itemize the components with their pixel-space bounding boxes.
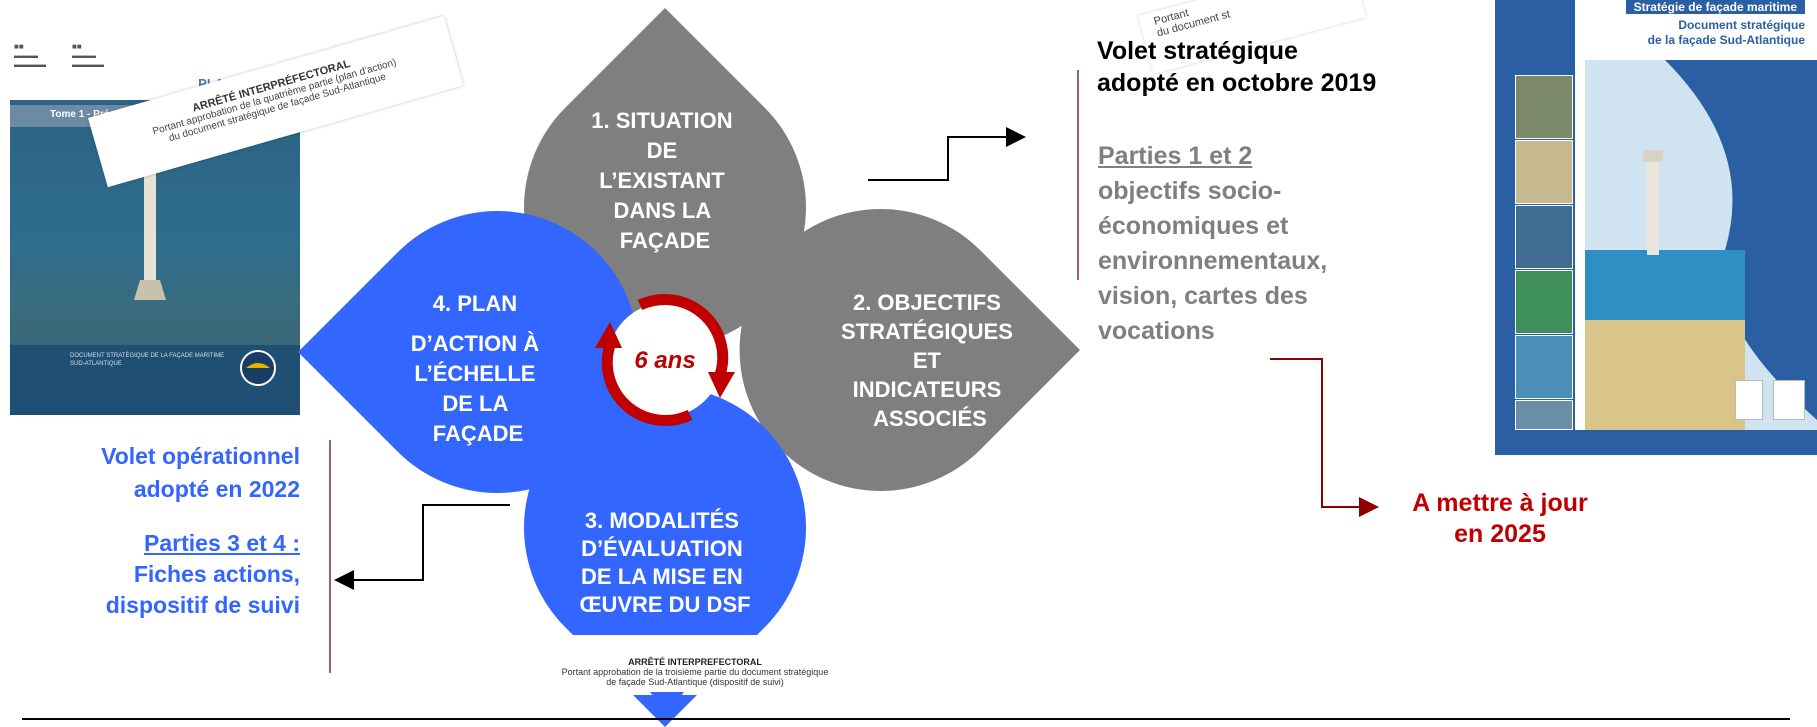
operational-desc-line: dispositif de suivi: [105, 592, 300, 618]
cover-bottom-text: DOCUMENT STRATÉGIQUE DE LA FAÇADE MARITI…: [70, 353, 225, 367]
marianne-logo: [1735, 380, 1763, 420]
update-line2: en 2025: [1454, 520, 1546, 548]
photo-thumb-seal: [1515, 400, 1573, 430]
petal-4-line: DE LA: [442, 391, 508, 416]
update-notice: A mettre à jour en 2025: [1380, 488, 1620, 550]
center-circle: [608, 303, 722, 417]
petal-2-text: 2. OBJECTIFS STRATÉGIQUES ET INDICATEURS…: [841, 290, 1019, 431]
operational-title: Volet opérationnel adopté en 2022: [30, 440, 300, 506]
prefet-logo: [1773, 380, 1805, 420]
republique-logo: ■■▬▬▬▬▬▬▬: [14, 42, 46, 69]
photo-thumb-fisherman: [1515, 75, 1573, 139]
cycle-arrow-lower: [601, 343, 693, 427]
right-cover-subtitle-1: Document stratégique: [1678, 18, 1805, 32]
bottom-strip-title: ARRÊTÉ INTERPREFECTORAL: [628, 657, 762, 667]
photo-thumb-surf: [1515, 335, 1573, 399]
operational-title-line1: Volet opérationnel: [101, 443, 300, 469]
strategic-desc-line: vision, cartes des: [1098, 282, 1308, 310]
petal-2-line: STRATÉGIQUES: [841, 319, 1013, 344]
right-cover-subtitle-2: de la façade Sud-Atlantique: [1647, 33, 1805, 47]
operational-desc-line: Fiches actions,: [133, 561, 300, 587]
petal-4-line: 4. PLAN: [433, 291, 517, 316]
petal-3-line: D’ÉVALUATION: [581, 536, 743, 561]
connector-operational-arrow: [334, 504, 510, 590]
photo-thumb-workers: [1515, 205, 1573, 269]
photo-thumb-bird: [1515, 140, 1573, 204]
strategic-desc-line: économiques et: [1098, 212, 1289, 240]
cycle-duration-label: 6 ans: [634, 347, 695, 374]
petal-4-text: 4. PLAN D’ACTION À L’ÉCHELLE DE LA FAÇAD…: [411, 291, 545, 446]
petal-4-line: FAÇADE: [433, 421, 523, 446]
strategic-title-line1: Volet stratégique: [1097, 37, 1298, 65]
cycle-arrowhead-upper-icon: [708, 372, 735, 398]
petal-2-line: ET: [913, 348, 942, 373]
petal-2-objectifs: [739, 208, 1080, 492]
cycle-arrowhead-lower-icon: [595, 322, 622, 348]
petal-3-tip: [650, 692, 684, 714]
petal-1-line: L’EXISTANT: [599, 168, 725, 193]
connector-update-arrow: [1270, 358, 1379, 517]
strategic-parts-link[interactable]: Parties 1 et 2: [1098, 142, 1253, 170]
petal-4-plan-action: [298, 210, 639, 493]
petal-4-line: L’ÉCHELLE: [414, 361, 535, 386]
ministry-logo: ■■▬▬▬▬▬▬▬: [72, 42, 104, 69]
petal-3-text: 3. MODALITÉS D’ÉVALUATION DE LA MISE EN …: [579, 508, 750, 617]
bottom-strip-line1: Portant approbation de la troisième part…: [561, 667, 829, 677]
connector-strategic-arrow: [868, 127, 1026, 181]
petal-3-line: 3. MODALITÉS: [585, 508, 739, 533]
right-document-cover: Stratégie de façade maritime Document st…: [1495, 0, 1817, 455]
petal-1-line: DANS LA: [613, 198, 711, 223]
petal-3-line: DE LA MISE EN: [581, 564, 743, 589]
right-cover-top-title: Stratégie de façade maritime: [1625, 0, 1805, 14]
cycle-arrow-upper: [637, 293, 729, 377]
petal-1-line: 1. SITUATION: [591, 108, 732, 133]
bottom-strip-line2: de façade Sud-Atlantique (dispositif de …: [606, 677, 784, 687]
operational-description: Parties 3 et 4 : Fiches actions, disposi…: [30, 528, 300, 621]
update-line1: A mettre à jour: [1412, 489, 1588, 517]
petal-2-line: 2. OBJECTIFS: [853, 290, 1001, 315]
petal-4-line: D’ACTION À: [411, 331, 539, 356]
petal-1-line: FAÇADE: [620, 228, 710, 253]
sud-atlantique-emblem-icon: [240, 350, 276, 386]
strategic-description: Parties 1 et 2 objectifs socio- économiq…: [1098, 139, 1327, 349]
petal-2-line: ASSOCIÉS: [873, 406, 987, 431]
photo-thumb-seahorse: [1515, 270, 1573, 334]
petal-1-text: 1. SITUATION DE L’EXISTANT DANS LA FAÇAD…: [591, 108, 739, 253]
petal-3-line: ŒUVRE DU DSF: [579, 592, 750, 617]
bottom-arrete-strip: ARRÊTÉ INTERPREFECTORAL Portant approbat…: [470, 635, 920, 695]
operational-title-line2: adopté en 2022: [133, 476, 300, 502]
strategic-title-line2: adopté en octobre 2019: [1097, 69, 1377, 97]
petal-1-line: DE: [647, 138, 678, 163]
strategic-title: Volet stratégique adopté en octobre 2019: [1097, 35, 1376, 99]
strategic-desc-line: vocations: [1098, 317, 1215, 345]
strategic-desc-line: objectifs socio-: [1098, 177, 1282, 205]
petal-2-line: INDICATEURS: [853, 377, 1002, 402]
operational-parts-link[interactable]: Parties 3 et 4 :: [144, 530, 300, 556]
strategic-desc-line: environnementaux,: [1098, 247, 1328, 275]
